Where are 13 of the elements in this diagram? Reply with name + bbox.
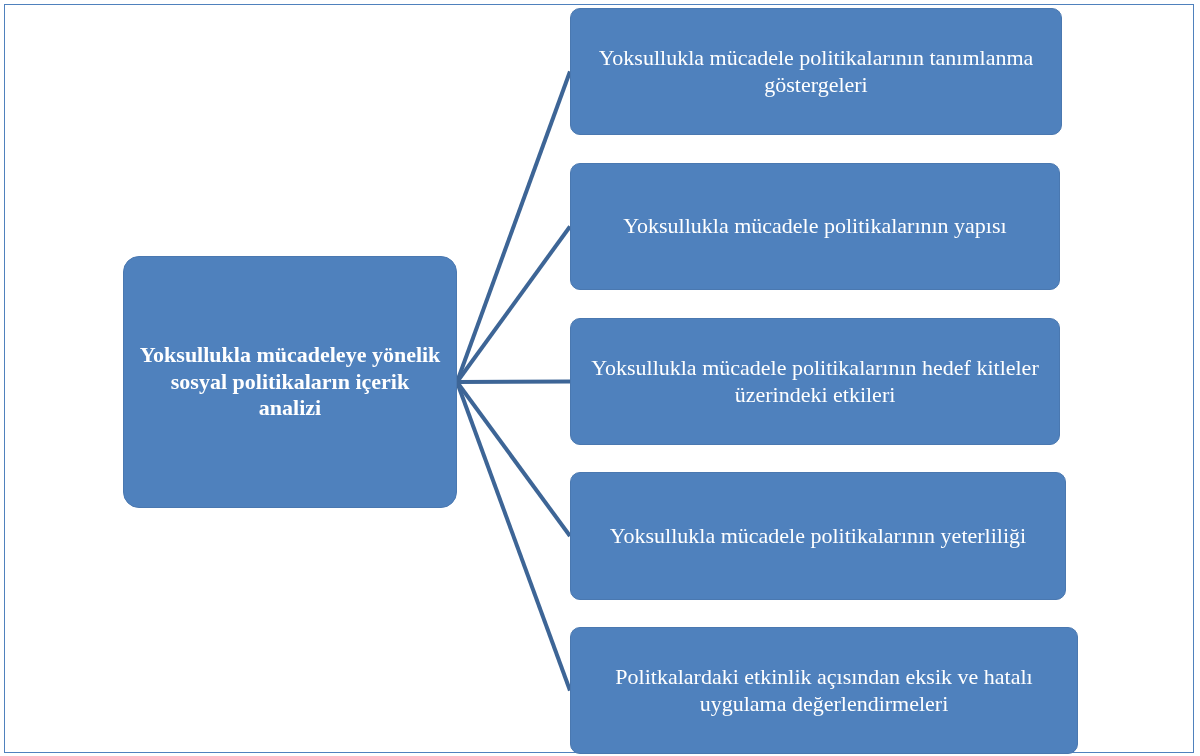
process-box — [570, 627, 1078, 754]
box-text: Politkalardaki etkinlik açısından eksik ve hatalı uygulama değerlendirmeleri — [614, 664, 1034, 717]
box-text: Yoksullukla mücadele politikalarının yapısı — [623, 213, 1007, 240]
process-box — [570, 472, 1066, 600]
connector-line — [457, 379, 570, 384]
process-box — [570, 8, 1062, 135]
box-text: Yoksullukla mücadele politikalarının tanımlanma göstergeleri — [597, 45, 1035, 98]
box-text: Yoksullukla mücadeleye yönelik sosyal politikaların içerik analizi — [138, 342, 442, 422]
box-text: Yoksullukla mücadele politikalarının yeterliliği — [609, 522, 1027, 550]
box-text: Yoksullukla mücadele politikalarının hedef kitleler üzerindeki etkileri — [590, 355, 1040, 408]
process-box — [123, 256, 457, 508]
process-box — [570, 318, 1060, 445]
process-box — [570, 163, 1060, 290]
